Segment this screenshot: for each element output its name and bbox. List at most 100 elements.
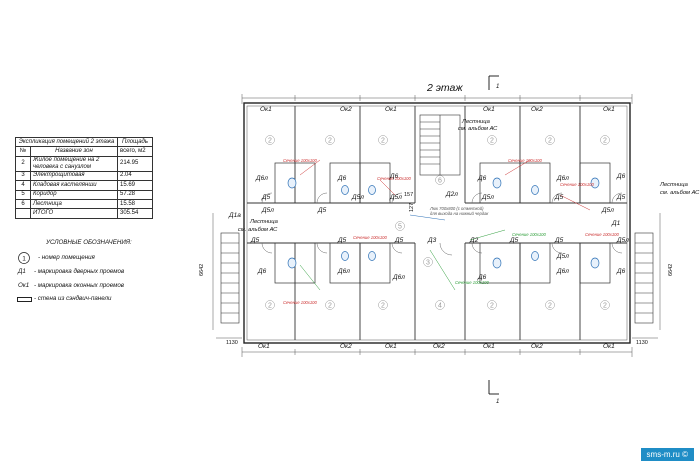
dimension-text: 1130 — [226, 340, 238, 346]
window-label: Ок1 — [483, 343, 495, 350]
annotation: Сечение 100х100 — [512, 232, 546, 237]
annotation: Сечение 100х100 — [508, 158, 542, 163]
stair-ref-right: см. альбом АС — [660, 190, 700, 196]
room-number: 2 — [268, 303, 272, 310]
room-number: 6 — [438, 178, 442, 185]
annotation: Сечение 100х100 — [283, 300, 317, 305]
room-number: 2 — [548, 138, 552, 145]
bottom-dimension-line — [241, 347, 633, 357]
door-label: Д5 — [554, 237, 564, 244]
svg-text:1: 1 — [22, 255, 26, 262]
row-area: 305.54 — [117, 208, 153, 219]
door-label: Д5л — [556, 253, 569, 260]
door-label: Д3 — [427, 237, 437, 244]
room-number: 2 — [381, 138, 385, 145]
door-label: Д5 — [250, 237, 260, 244]
door-label: Д6л — [255, 175, 268, 182]
room-number: 2 — [328, 303, 332, 310]
door-label: Д6 — [257, 268, 267, 275]
window-label: Ок1 — [603, 106, 615, 113]
door-label: Д2л — [445, 191, 458, 198]
annotation: Сечение 100х100 — [455, 280, 489, 285]
stair-note: Лестница — [461, 119, 491, 125]
door-label: Д5л — [601, 207, 614, 214]
sanitary-fixtures — [287, 177, 600, 269]
door-label: Д5 — [554, 194, 564, 201]
left-outer-staircase — [220, 232, 240, 324]
door-label: Д5л — [351, 194, 364, 201]
bathrooms-bottom — [274, 242, 611, 284]
annotation: Сечение 100х100 — [353, 235, 387, 240]
floor-title: 2 этаж — [427, 82, 463, 94]
door-label: Д5 — [337, 237, 347, 244]
door-label: Д6 — [616, 268, 626, 275]
dimension-text: 6642 — [668, 264, 674, 276]
section-label: 1 — [496, 84, 499, 90]
window-label: Ок2 — [340, 106, 352, 113]
door-label: Д6 — [477, 175, 487, 182]
room-number: 2 — [490, 138, 494, 145]
door-label: Д5л — [616, 237, 629, 244]
door-label: Д5л — [481, 194, 494, 201]
window-label: Ок2 — [340, 343, 352, 350]
hatch-note: Люк 700х800 (с отметкой) — [429, 206, 484, 211]
window-label: Ок1 — [483, 106, 495, 113]
window-label: Ок1 — [603, 343, 615, 350]
door-label: Д6л — [337, 268, 350, 275]
window-label: Ок1 — [385, 343, 397, 350]
door-label: Д6 — [389, 173, 399, 180]
legend-window-code: Ок1 — [18, 282, 30, 289]
room-number: 4 — [438, 303, 442, 310]
door-label: Д6 — [477, 274, 487, 281]
explication-table: Экспликация помещений 2 этажа Площадь № … — [15, 136, 153, 219]
section-mark-top — [488, 75, 499, 90]
room-number: 2 — [490, 303, 494, 310]
annotation: Сечение 100х100 — [283, 158, 317, 163]
room-number: 3 — [426, 260, 430, 267]
table-row: ИТОГО 305.54 — [15, 208, 153, 219]
legend-door-code: Д1 — [18, 268, 26, 275]
col-area-header: всего, м2 — [117, 146, 153, 157]
room-number: 2 — [268, 138, 272, 145]
outer-wall — [243, 102, 631, 344]
window-label: Ок1 — [258, 343, 270, 350]
stair-note-left: Лестница — [249, 219, 279, 225]
door-label: Д6л — [556, 268, 569, 275]
site-watermark: sms-m.ru © — [640, 448, 694, 461]
annotation: Сечение 100х100 — [585, 232, 619, 237]
dimension-text: 157 — [404, 192, 413, 198]
annotation: Сечение 100х100 — [560, 182, 594, 187]
door-label: Д6л — [556, 175, 569, 182]
window-label: Ок2 — [531, 106, 543, 113]
utility-lines — [299, 159, 591, 291]
legend-window-mark: - маркировка оконных проемов — [34, 282, 125, 289]
room-number: 5 — [398, 224, 402, 231]
door-label: Д6л — [392, 274, 405, 281]
door-label: Д5л — [389, 194, 402, 201]
right-outer-staircase — [634, 232, 654, 324]
top-dimension-line — [241, 94, 633, 104]
dimension-text: 127 — [409, 203, 415, 212]
window-label: Ок1 — [260, 106, 272, 113]
door-label: Д5 — [509, 237, 519, 244]
window-label: Ок2 — [531, 343, 543, 350]
bathrooms-top — [274, 162, 611, 204]
legend-room-number: - номер помещения — [38, 254, 95, 261]
door-label: Д1 — [611, 220, 621, 227]
legend-title: УСЛОВНЫЕ ОБОЗНАЧЕНИЯ: — [46, 239, 132, 246]
door-label: Д5 — [616, 194, 626, 201]
room-number: 2 — [328, 138, 332, 145]
stair-ref-left: см. альбом АС — [238, 227, 278, 233]
door-swings — [261, 192, 623, 256]
window-label: Ок1 — [385, 106, 397, 113]
legend-door-mark: - маркировка дверных проемов — [34, 268, 125, 275]
room-number: 2 — [381, 303, 385, 310]
room-number: 2 — [603, 138, 607, 145]
side-dimension-lines — [212, 213, 661, 339]
door-label: Д6 — [337, 175, 347, 182]
hatch-note: для выхода на нижний чердак — [430, 211, 489, 216]
section-label: 1 — [496, 399, 499, 405]
dimension-text: 1130 — [636, 340, 648, 346]
